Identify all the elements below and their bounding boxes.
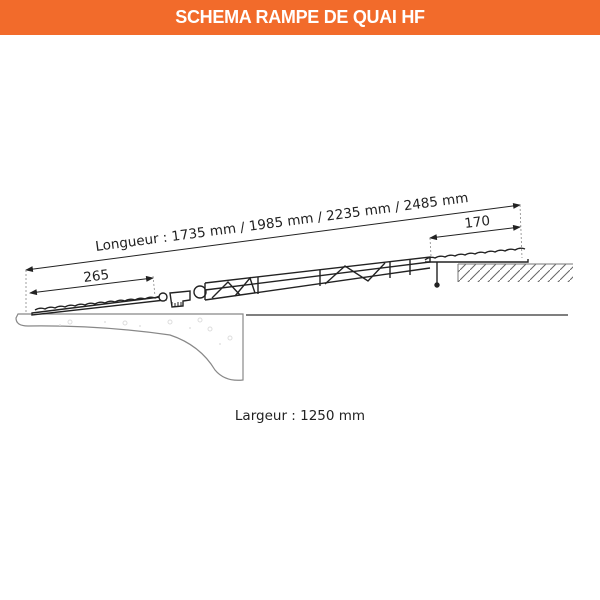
right-lip-dimension: 170 bbox=[429, 213, 521, 257]
dock-platform bbox=[15, 313, 244, 381]
left-lip-label: 265 bbox=[83, 267, 111, 286]
length-label: Longueur : 1735 mm / 1985 mm / 2235 mm /… bbox=[94, 190, 469, 255]
width-label: Largeur : 1250 mm bbox=[234, 408, 366, 424]
title-banner: SCHEMA RAMPE DE QUAI HF bbox=[0, 0, 600, 35]
left-lip-dimension: 265 bbox=[29, 267, 156, 297]
right-lip-label: 170 bbox=[464, 213, 492, 232]
length-dimension: Longueur : 1735 mm / 1985 mm / 2235 mm /… bbox=[25, 190, 523, 313]
truck-bed bbox=[457, 263, 573, 282]
page-title: SCHEMA RAMPE DE QUAI HF bbox=[175, 7, 425, 27]
